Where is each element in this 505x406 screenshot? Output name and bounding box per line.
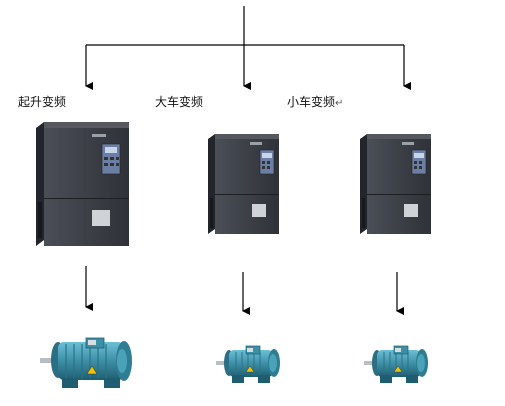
label-text: 起升变频 (18, 95, 67, 109)
return-mark-icon: ↵ (335, 98, 344, 109)
label-text: 大车变频 (155, 95, 204, 109)
label-hoist-inverter: 起升变频 (18, 95, 66, 109)
inverter-icon (208, 134, 279, 234)
label-text: 小车变频 (287, 95, 336, 109)
motor-icon (216, 345, 280, 383)
motor-icon (364, 345, 428, 383)
motor-icon (40, 337, 132, 388)
inverter-icon (360, 134, 431, 234)
label-trolley-inverter: 小车变频↵ (287, 95, 343, 111)
inverter-icon (36, 122, 129, 246)
label-bridge-inverter: 大车变频 (155, 95, 203, 109)
connector-lines (85, 6, 411, 315)
